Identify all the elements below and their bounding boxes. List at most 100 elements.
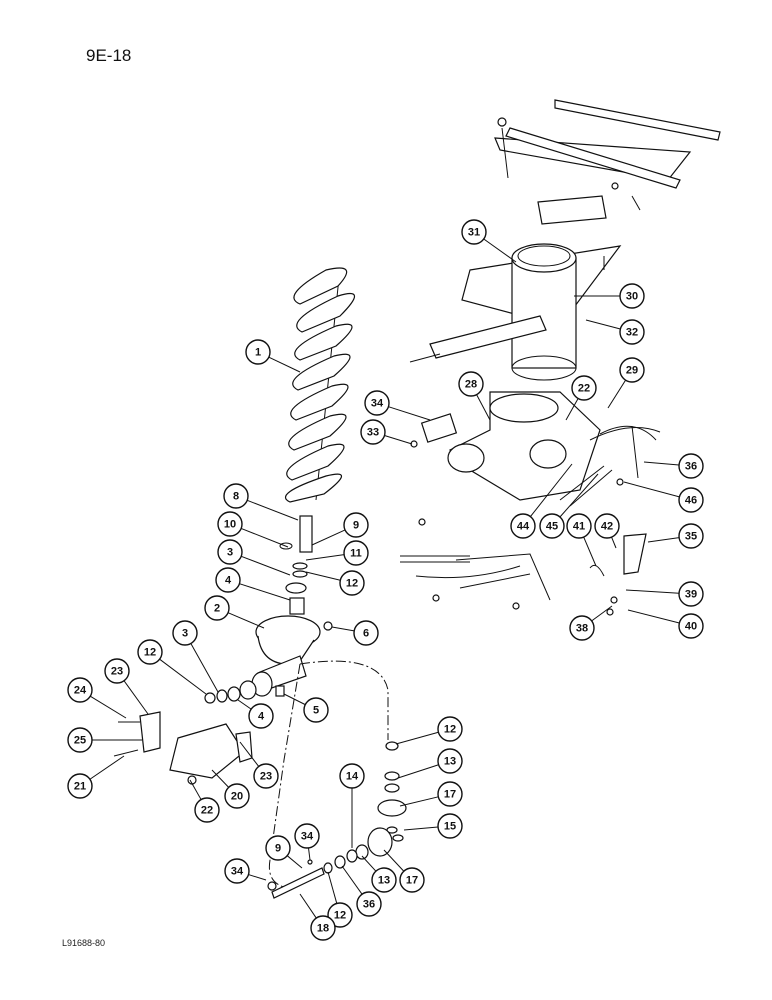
callout-c31: 31 bbox=[461, 219, 487, 245]
callout-c3b: 3 bbox=[172, 620, 198, 646]
leader-line-c9 bbox=[311, 529, 346, 546]
leader-line-c40 bbox=[627, 609, 680, 624]
straps-and-rods bbox=[400, 425, 661, 616]
callout-circle bbox=[437, 716, 463, 742]
leader-line-c33 bbox=[384, 435, 413, 445]
callout-circle bbox=[437, 813, 463, 839]
callout-label: 2 bbox=[214, 603, 220, 615]
callout-circle bbox=[356, 891, 382, 917]
leader-line-c34a bbox=[388, 406, 431, 421]
callout-label: 28 bbox=[465, 379, 477, 391]
callout-circle bbox=[510, 513, 536, 539]
callout-label: 22 bbox=[201, 805, 213, 817]
callout-c12d: 12 bbox=[327, 902, 353, 928]
callout-label: 34 bbox=[371, 398, 384, 410]
leader-line-c32 bbox=[585, 319, 621, 330]
callout-circle bbox=[303, 697, 329, 723]
leader-line-c3b bbox=[190, 643, 219, 693]
callout-circle bbox=[364, 390, 390, 416]
callout-label: 4 bbox=[225, 575, 232, 587]
callout-label: 35 bbox=[685, 531, 697, 543]
callout-label: 12 bbox=[334, 910, 346, 922]
callout-label: 44 bbox=[517, 521, 530, 533]
callout-label: 38 bbox=[576, 623, 588, 635]
callout-circle bbox=[223, 483, 249, 509]
leader-line-c4b bbox=[237, 699, 252, 710]
callout-label: 4 bbox=[258, 711, 265, 723]
callout-circle bbox=[67, 773, 93, 799]
leader-line-c17a bbox=[399, 796, 439, 807]
callout-c29: 29 bbox=[619, 357, 645, 383]
callout-label: 12 bbox=[444, 724, 456, 736]
callout-c39: 39 bbox=[678, 581, 704, 607]
drive-shaft-stack bbox=[279, 515, 313, 615]
callout-label: 40 bbox=[685, 621, 697, 633]
callout-c24: 24 bbox=[67, 677, 93, 703]
callout-c4a: 4 bbox=[215, 567, 241, 593]
callout-c9b: 9 bbox=[265, 835, 291, 861]
callout-c11: 11 bbox=[343, 540, 369, 566]
callout-label: 34 bbox=[301, 831, 314, 843]
gearbox bbox=[204, 615, 333, 704]
callout-c41: 41 bbox=[566, 513, 592, 539]
callout-circle bbox=[253, 763, 279, 789]
callout-circle bbox=[217, 539, 243, 565]
leader-line-c38 bbox=[591, 605, 613, 622]
callout-label: 20 bbox=[231, 791, 243, 803]
callout-circle bbox=[67, 677, 93, 703]
leader-line-c12c bbox=[395, 731, 439, 745]
leader-line-c36b bbox=[341, 865, 363, 895]
callout-c17a: 17 bbox=[437, 781, 463, 807]
callout-c5: 5 bbox=[303, 697, 329, 723]
callout-label: 6 bbox=[363, 628, 369, 640]
support-rails bbox=[494, 99, 721, 211]
callout-circle bbox=[437, 748, 463, 774]
callout-label: 30 bbox=[626, 291, 638, 303]
callout-c32: 32 bbox=[619, 319, 645, 345]
page-number: 9E-18 bbox=[86, 46, 132, 65]
callout-c23a: 23 bbox=[104, 658, 130, 684]
leader-line-c4a bbox=[239, 583, 291, 601]
callout-c34a: 34 bbox=[364, 390, 390, 416]
callout-circle bbox=[194, 797, 220, 823]
callout-c28: 28 bbox=[458, 371, 484, 397]
leader-line-c21 bbox=[89, 755, 125, 780]
leader-line-c2 bbox=[227, 612, 265, 629]
callout-circle bbox=[245, 339, 271, 365]
drive-path-line bbox=[268, 660, 389, 889]
callout-c34c: 34 bbox=[224, 858, 250, 884]
callout-c22a: 22 bbox=[194, 797, 220, 823]
callout-label: 42 bbox=[601, 521, 613, 533]
callout-c4b: 4 bbox=[248, 703, 274, 729]
callout-label: 45 bbox=[546, 521, 558, 533]
callout-circle bbox=[310, 915, 336, 941]
callout-c35: 35 bbox=[678, 523, 704, 549]
callout-circle bbox=[343, 512, 369, 538]
callout-c14: 14 bbox=[339, 763, 365, 789]
leader-line-c12a bbox=[305, 571, 341, 581]
leader-line-c36a bbox=[643, 461, 680, 466]
callout-label: 46 bbox=[685, 495, 697, 507]
callout-label: 9 bbox=[275, 843, 281, 855]
callout-label: 22 bbox=[578, 383, 590, 395]
leader-line-c42 bbox=[611, 536, 617, 549]
callout-c20: 20 bbox=[224, 783, 250, 809]
leader-line-c15 bbox=[403, 826, 439, 831]
callout-circle bbox=[678, 613, 704, 639]
callout-circle bbox=[619, 357, 645, 383]
leader-line-c22a bbox=[189, 779, 202, 800]
callout-label: 3 bbox=[227, 547, 233, 559]
leader-line-c41 bbox=[583, 536, 597, 567]
leader-line-c13b bbox=[361, 855, 377, 872]
callout-circle bbox=[294, 823, 320, 849]
callout-c15: 15 bbox=[437, 813, 463, 839]
leader-line-c6 bbox=[331, 626, 355, 632]
callout-label: 17 bbox=[444, 789, 456, 801]
leader-line-c9b bbox=[286, 855, 303, 869]
callout-circle bbox=[458, 371, 484, 397]
callout-label: 29 bbox=[626, 365, 638, 377]
callout-circle bbox=[678, 581, 704, 607]
callout-circle bbox=[571, 375, 597, 401]
leader-line-c11 bbox=[305, 554, 345, 561]
callout-c36a: 36 bbox=[678, 453, 704, 479]
